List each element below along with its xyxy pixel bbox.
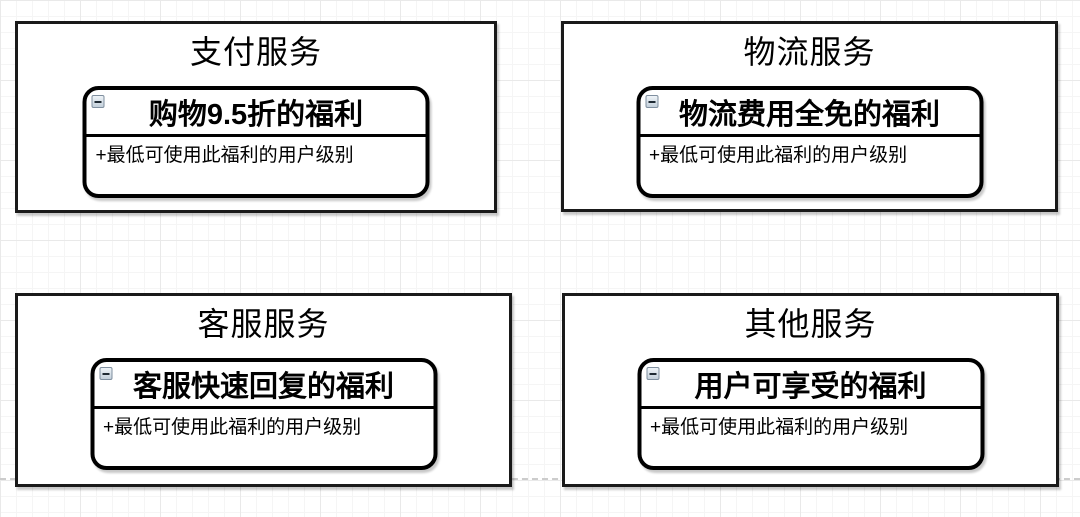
uml-class-box[interactable]: 购物9.5折的福利 +最低可使用此福利的用户级别 [82,86,430,198]
uml-class-body: +最低可使用此福利的用户级别 [94,409,433,440]
uml-class-attribute: +最低可使用此福利的用户级别 [95,145,354,166]
uml-class-title: 用户可享受的福利 [694,371,927,403]
service-group-title: 客服服务 [197,306,330,342]
collapse-minus-icon[interactable] [91,95,105,108]
minus-glyph [648,100,655,103]
service-group-payment[interactable]: 支付服务 购物9.5折的福利 +最低可使用此福利的用户级别 [15,21,497,213]
service-group-customer-service[interactable]: 客服服务 客服快速回复的福利 +最低可使用此福利的用户级别 [15,293,512,487]
service-group-logistics[interactable]: 物流服务 物流费用全免的福利 +最低可使用此福利的用户级别 [561,21,1058,212]
page-break-line [0,478,1080,480]
minus-glyph [649,372,656,375]
uml-class-box[interactable]: 物流费用全免的福利 +最低可使用此福利的用户级别 [636,86,983,198]
uml-class-body: +最低可使用此福利的用户级别 [640,137,979,168]
uml-class-header: 客服快速回复的福利 [94,362,433,409]
uml-class-header: 物流费用全免的福利 [640,90,979,137]
uml-class-title: 客服快速回复的福利 [132,371,394,403]
service-group-title: 物流服务 [743,34,876,70]
collapse-minus-icon[interactable] [646,367,659,380]
uml-class-attribute: +最低可使用此福利的用户级别 [650,417,909,438]
collapse-minus-icon[interactable] [99,367,112,380]
service-group-title: 其他服务 [744,306,877,342]
uml-class-attribute: +最低可使用此福利的用户级别 [103,417,362,438]
uml-class-box[interactable]: 用户可享受的福利 +最低可使用此福利的用户级别 [637,358,984,470]
uml-class-title: 物流费用全免的福利 [678,99,940,131]
minus-glyph [102,372,109,375]
uml-class-title: 购物9.5折的福利 [148,99,364,131]
uml-class-header: 购物9.5折的福利 [86,90,426,137]
uml-class-header: 用户可享受的福利 [641,362,980,409]
uml-class-box[interactable]: 客服快速回复的福利 +最低可使用此福利的用户级别 [90,358,437,470]
service-group-title: 支付服务 [189,34,322,70]
uml-class-body: +最低可使用此福利的用户级别 [87,137,426,168]
uml-class-body: +最低可使用此福利的用户级别 [641,409,980,440]
uml-class-attribute: +最低可使用此福利的用户级别 [649,145,908,166]
collapse-minus-icon[interactable] [645,95,658,108]
minus-glyph [94,100,102,103]
service-group-other[interactable]: 其他服务 用户可享受的福利 +最低可使用此福利的用户级别 [562,293,1059,487]
